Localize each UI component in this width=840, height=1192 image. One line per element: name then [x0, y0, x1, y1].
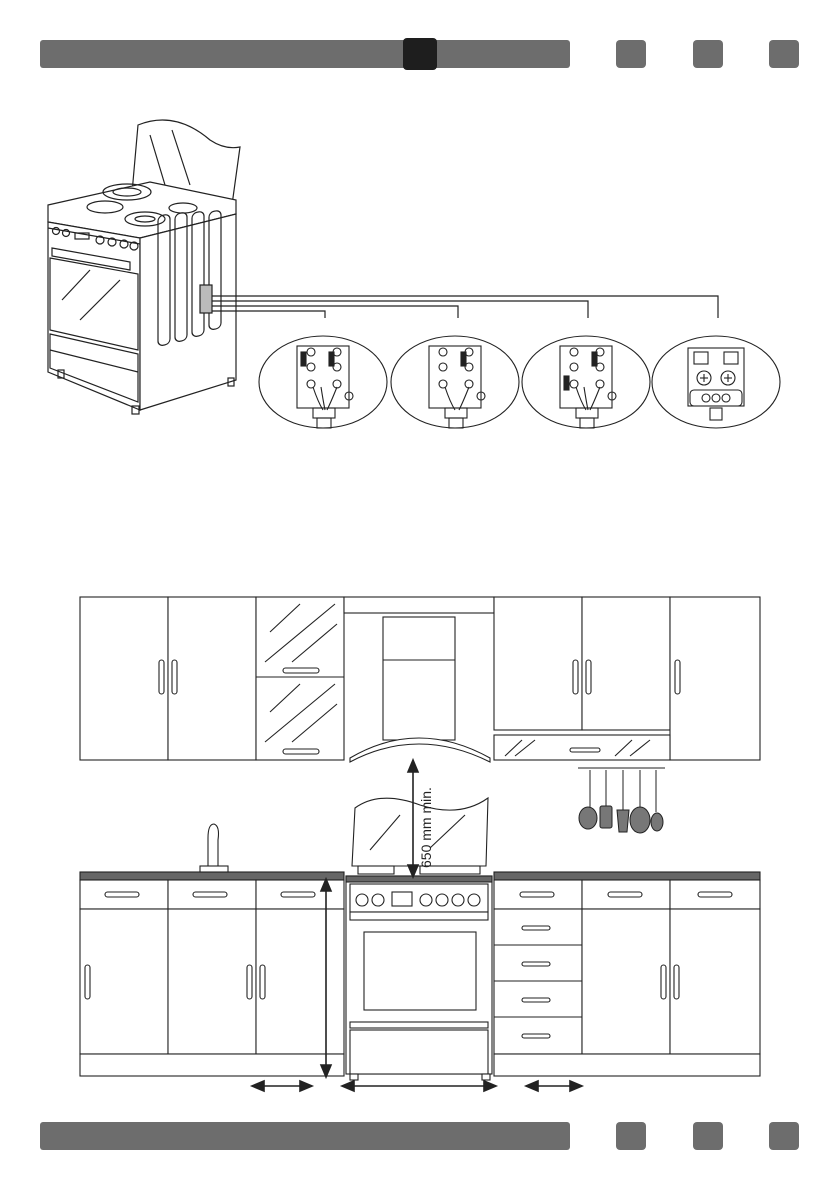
cooker-side — [140, 214, 236, 410]
lower-cabinet-right-3 — [670, 909, 760, 1054]
footer-nav-square-1[interactable] — [616, 1122, 646, 1150]
upper-cabinet-right-2 — [582, 597, 670, 730]
footer-nav-square-2[interactable] — [693, 1122, 723, 1150]
active-page-marker — [403, 38, 437, 70]
footer-bar — [40, 1122, 570, 1150]
upper-cabinet-left-2 — [168, 597, 256, 760]
kitchen-installation-figure: 650 mm min. — [0, 590, 840, 1110]
hood-canopy — [350, 738, 490, 762]
upper-cabinet-left-1 — [80, 597, 168, 760]
lower-cabinet-left-3 — [256, 909, 344, 1054]
wiring-option-3 — [522, 336, 650, 428]
header-nav-square-3[interactable] — [769, 40, 799, 68]
chimney-hood — [383, 617, 455, 740]
upper-cabinet-right-3 — [670, 597, 760, 760]
oven-window — [364, 932, 476, 1010]
header-nav-square-2[interactable] — [693, 40, 723, 68]
wiring-option-1 — [259, 336, 387, 428]
utensils-icon — [579, 770, 663, 833]
worktop-left — [80, 872, 344, 880]
lower-cabinet-right-2 — [582, 909, 670, 1054]
hood-clearance-label: 650 mm min. — [418, 787, 434, 868]
lower-cabinet-left-1 — [80, 909, 168, 1054]
footer-nav-square-3[interactable] — [769, 1122, 799, 1150]
cooker-wiring-figure — [0, 110, 840, 430]
cooker-control-panel — [350, 884, 488, 912]
header-nav-square-1[interactable] — [616, 40, 646, 68]
upper-cabinet-right-1 — [494, 597, 582, 730]
cooker-drawer — [350, 1030, 488, 1074]
wiring-option-4 — [652, 336, 780, 428]
lower-cabinet-left-2 — [168, 909, 256, 1054]
faucet-icon — [208, 824, 219, 872]
worktop-right — [494, 872, 760, 880]
wiring-option-2 — [391, 336, 519, 428]
terminal-block — [200, 285, 212, 313]
header-bar — [40, 40, 570, 68]
